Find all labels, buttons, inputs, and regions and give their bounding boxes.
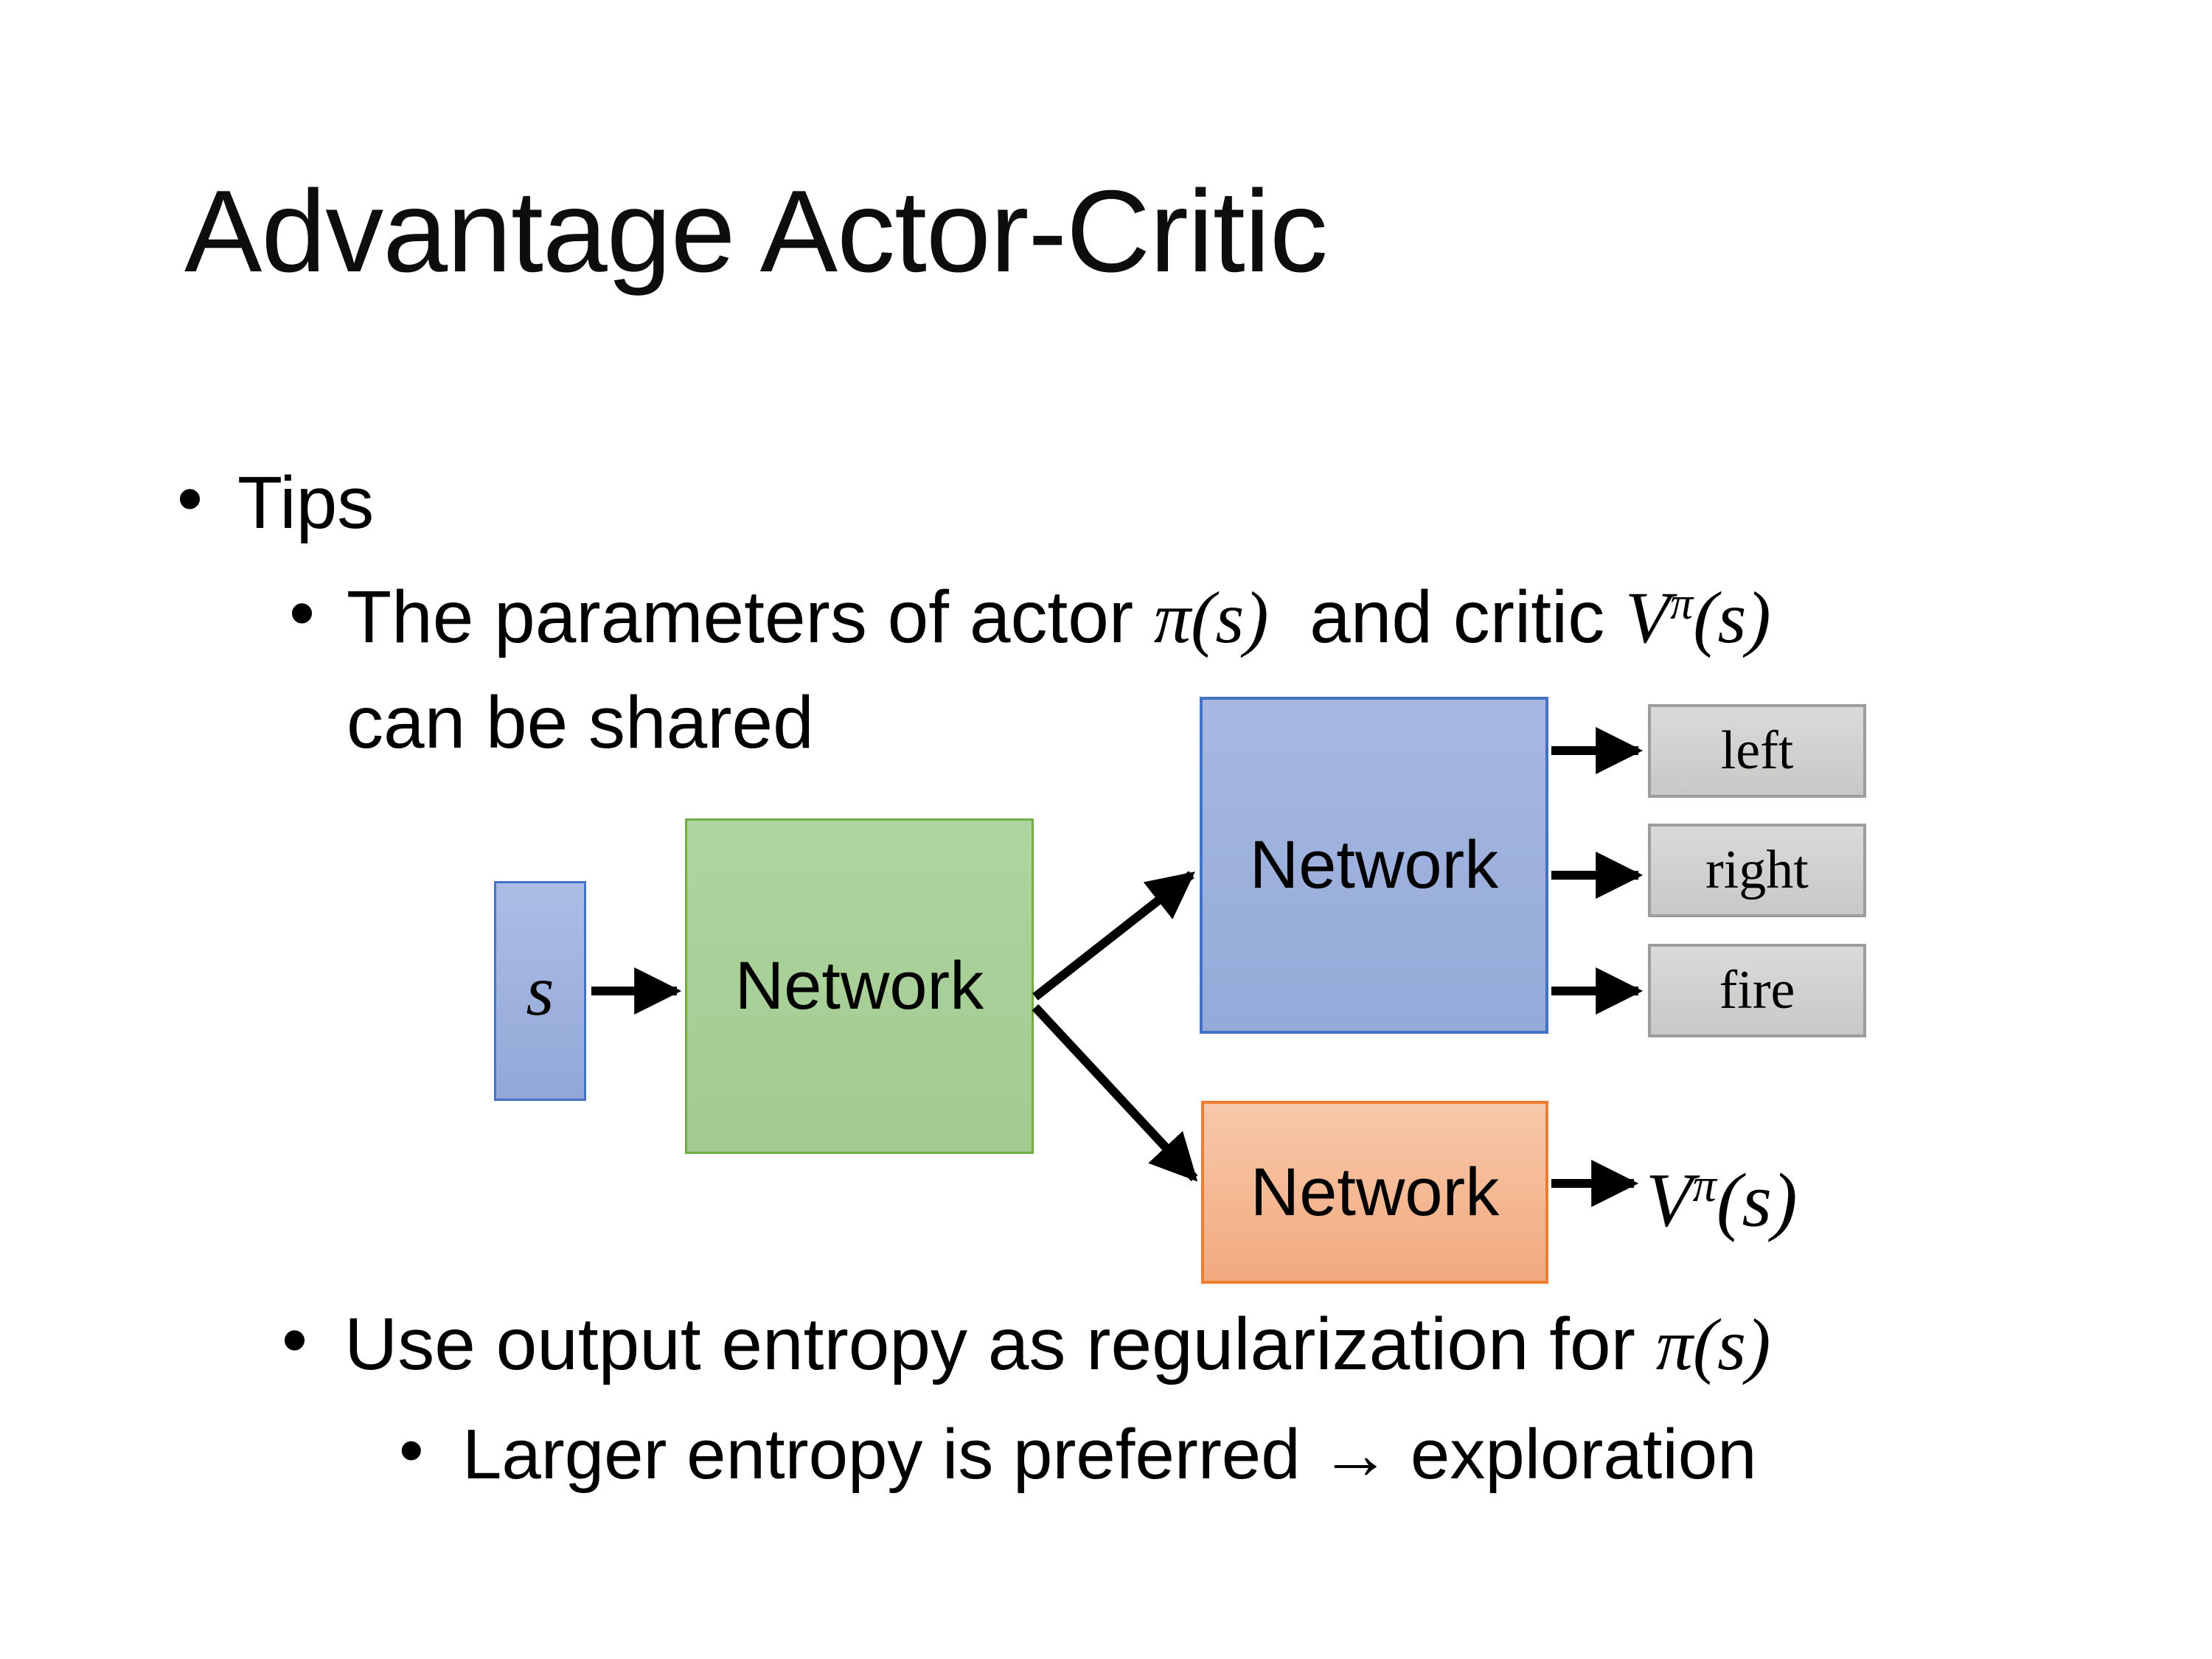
critic-output-base: V: [1646, 1158, 1693, 1243]
sub1-text-plain1: The parameters of actor: [347, 576, 1154, 659]
action-box-right: right: [1648, 824, 1866, 917]
sub1-text-plain2: and critic: [1268, 576, 1626, 659]
bullet-tips-label: Tips: [237, 462, 375, 544]
critic-output-value: Vπ(s): [1646, 1141, 1798, 1245]
math-pi-s: π(s): [1655, 1304, 1771, 1385]
bullet-parameters-shared: • The parameters of actor π(s) and critic…: [289, 552, 2190, 775]
shared-network-box: Network: [685, 818, 1034, 1154]
action-label-right: right: [1705, 840, 1809, 900]
action-label-fire: fire: [1719, 960, 1795, 1020]
bullet-icon: •: [399, 1411, 424, 1490]
bullet-entropy-regularization: • Use output entropy as regularization fo…: [282, 1292, 2188, 1397]
shared-network-label: Network: [734, 948, 984, 1023]
bullet-icon: •: [289, 571, 316, 655]
state-label: s: [526, 951, 554, 1031]
sub2-text-plain1: Use output entropy as regularization for: [344, 1303, 1656, 1385]
action-label-left: left: [1720, 720, 1794, 781]
critic-network-box: Network: [1201, 1101, 1548, 1284]
page-title: Advantage Actor-Critic: [184, 167, 1328, 296]
state-box: s: [494, 881, 586, 1101]
action-box-fire: fire: [1648, 944, 1866, 1037]
math-v-tail: (s): [1693, 577, 1771, 659]
arrow-shared-to-critic: [1032, 1004, 1198, 1182]
critic-network-label: Network: [1250, 1154, 1500, 1230]
arrow-shared-to-actor: [1032, 871, 1195, 1001]
math-pi-s: π(s): [1153, 577, 1269, 659]
sub3-label: Larger entropy is preferred → exploratio…: [462, 1415, 1757, 1494]
sub1-text-line2: can be shared: [347, 681, 814, 765]
bullet-larger-entropy: • Larger entropy is preferred → explorati…: [399, 1404, 2212, 1506]
critic-output-tail: (s): [1716, 1158, 1798, 1243]
math-v-sup-pi: π: [1670, 579, 1694, 629]
action-box-left: left: [1648, 704, 1866, 798]
actor-network-box: Network: [1200, 697, 1548, 1034]
bullet-icon: •: [177, 457, 204, 540]
bullet-tips: • Tips: [177, 451, 374, 554]
math-v-base: V: [1625, 577, 1671, 659]
critic-output-sup-pi: π: [1692, 1159, 1717, 1211]
bullet-icon: •: [282, 1298, 308, 1381]
actor-network-label: Network: [1249, 827, 1499, 902]
